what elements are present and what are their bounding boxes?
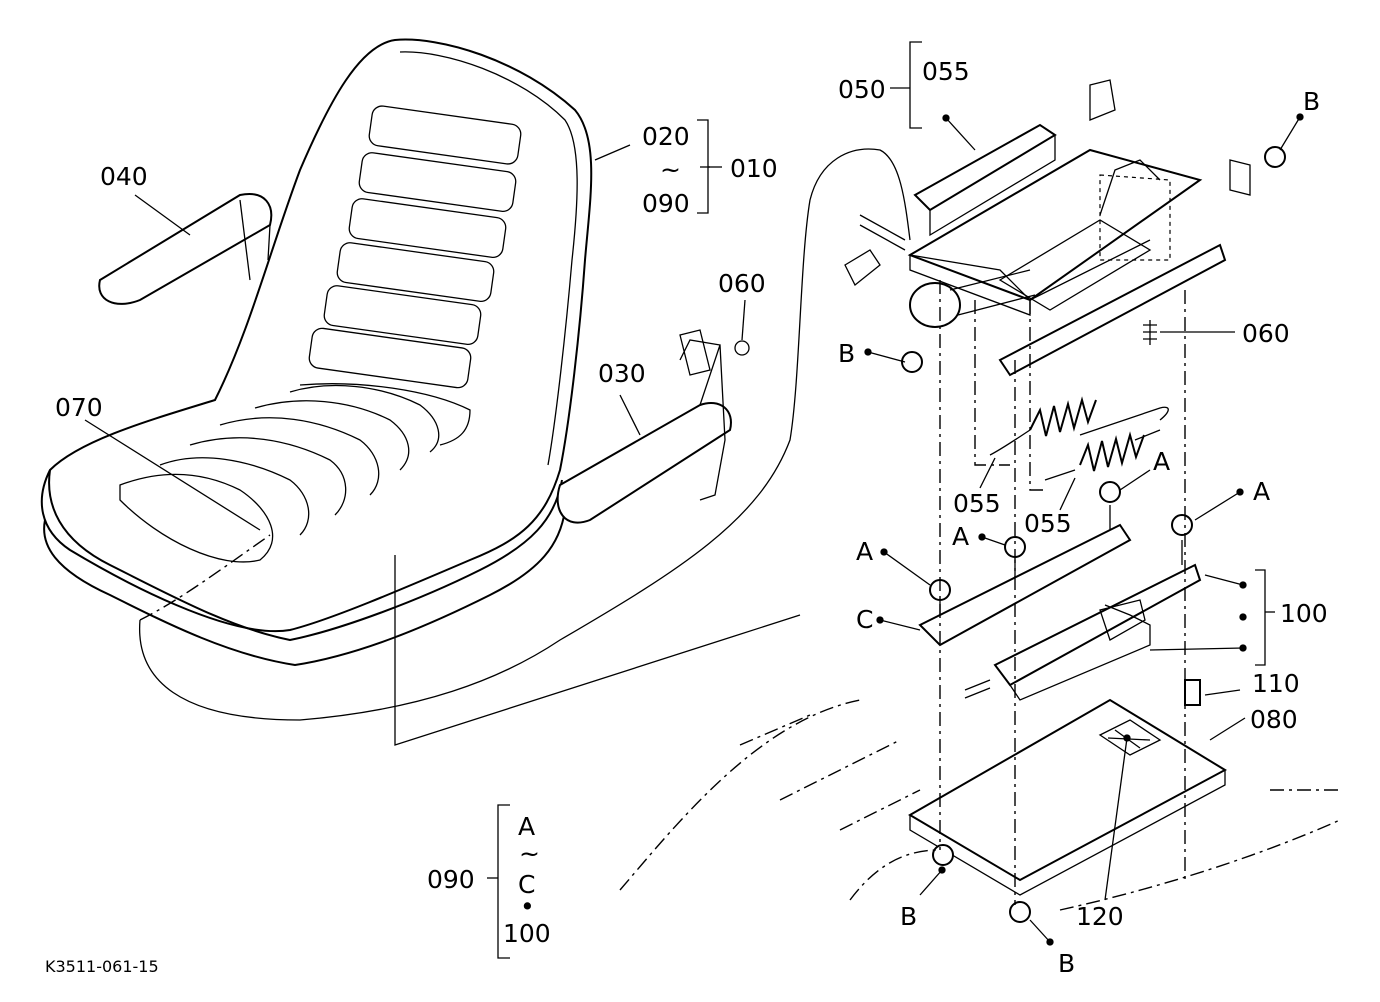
diagram-code: K3511-061-15 xyxy=(45,957,159,976)
label-090-1: 090 xyxy=(642,189,690,218)
label-060-2: 060 xyxy=(1242,319,1290,348)
label-A-1: A xyxy=(1153,447,1170,476)
label-040: 040 xyxy=(100,162,148,191)
label-B-2: B xyxy=(838,339,855,368)
label-050: 050 xyxy=(838,75,886,104)
group-brackets xyxy=(487,41,1275,959)
key-tilde: ~ xyxy=(519,839,540,868)
label-110: 110 xyxy=(1252,669,1300,698)
label-055-3: 055 xyxy=(1024,509,1072,538)
label-A-4: A xyxy=(856,537,873,566)
label-070: 070 xyxy=(55,393,103,422)
label-090-2: 090 xyxy=(427,865,475,894)
label-120: 120 xyxy=(1076,902,1124,931)
label-055-1: 055 xyxy=(922,57,970,86)
seat-drawing xyxy=(40,38,911,746)
label-080: 080 xyxy=(1250,705,1298,734)
label-030: 030 xyxy=(598,359,646,388)
key-dot: • xyxy=(520,892,535,921)
suspension-drawing xyxy=(619,79,1341,923)
key-A: A xyxy=(518,812,535,841)
label-100-1: 100 xyxy=(1280,599,1328,628)
label-C: C xyxy=(856,605,873,634)
key-100: 100 xyxy=(503,919,551,948)
label-020: 020 xyxy=(642,122,690,151)
part-labels: 040 020 ~ 090 010 050 055 B 060 060 B 07… xyxy=(45,57,1328,978)
key-C: C xyxy=(518,870,535,899)
label-tilde-1: ~ xyxy=(660,155,681,184)
label-A-2: A xyxy=(1253,477,1270,506)
label-010: 010 xyxy=(730,154,778,183)
leader-lines xyxy=(84,87,1304,946)
label-B-3: B xyxy=(900,902,917,931)
label-055-2: 055 xyxy=(953,489,1001,518)
label-060-1: 060 xyxy=(718,269,766,298)
label-A-3: A xyxy=(952,522,969,551)
label-B-1: B xyxy=(1303,87,1320,116)
label-B-4: B xyxy=(1058,949,1075,978)
